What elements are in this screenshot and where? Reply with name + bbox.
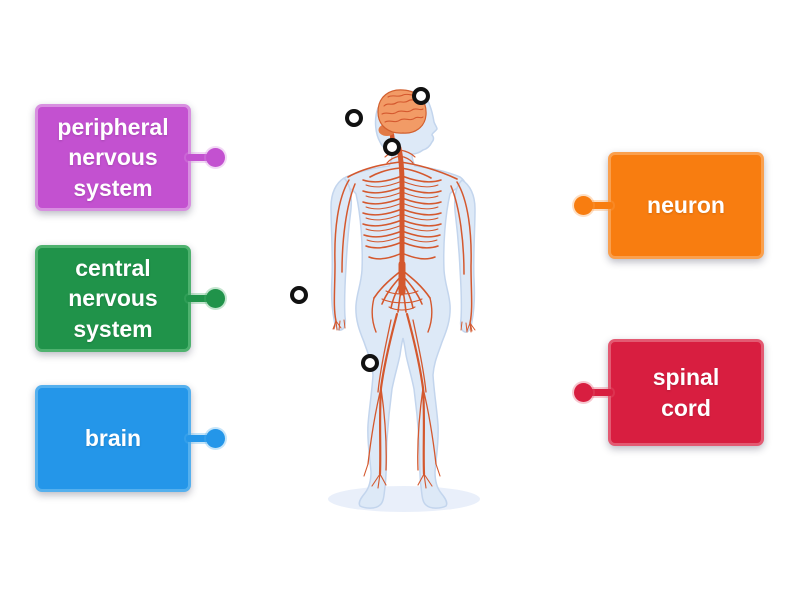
connector-knob — [206, 148, 225, 167]
foot-nerves — [363, 463, 441, 489]
human-body-nervous-system-diagram — [328, 89, 480, 512]
label-brain[interactable]: brain — [35, 385, 225, 492]
arm-nerves — [333, 179, 473, 324]
connector-bar — [585, 202, 613, 209]
label-spinal-cord[interactable]: spinal cord — [574, 339, 764, 446]
finger-nerves — [332, 320, 476, 333]
hip-nerves — [371, 297, 433, 333]
label-text: neuron — [647, 192, 725, 219]
plexus-web — [381, 290, 423, 311]
drop-target-neck[interactable] — [383, 138, 401, 156]
drop-target-brain[interactable] — [412, 87, 430, 105]
cerebellum — [378, 124, 396, 136]
label-neuron[interactable]: neuron — [574, 152, 764, 259]
hand-lines — [333, 319, 473, 333]
drop-target-thigh[interactable] — [361, 354, 379, 372]
connector-knob — [574, 383, 593, 402]
label-peripheral-nervous-system[interactable]: peripheral nervous system — [35, 104, 225, 211]
body-silhouette — [339, 90, 467, 509]
leg-nerves — [367, 319, 437, 471]
connector-bar — [186, 295, 214, 302]
connector-bar — [186, 154, 214, 161]
left-arm — [330, 177, 353, 331]
connector-bar — [585, 389, 613, 396]
rib-nerves — [362, 175, 442, 260]
connector-knob — [574, 196, 593, 215]
label-central-nervous-system[interactable]: central nervous system — [35, 245, 225, 352]
spinal-cord-line — [396, 145, 405, 275]
label-text: brain — [84, 425, 142, 452]
rib-nerves-faint — [365, 180, 439, 243]
label-text: central nervous system — [68, 254, 158, 342]
drop-target-head-side[interactable] — [345, 109, 363, 127]
right-arm — [453, 179, 476, 333]
lumbar-plexus — [373, 269, 431, 313]
sciatic-nerves — [378, 312, 426, 476]
shoulder-nerves — [347, 161, 458, 180]
label-text: spinal cord — [652, 363, 720, 421]
drop-target-body-side[interactable] — [290, 286, 308, 304]
connector-knob — [206, 289, 225, 308]
floor-shadow — [328, 486, 480, 512]
label-text: peripheral nervous system — [57, 113, 169, 201]
connector-bar — [186, 435, 214, 442]
connector-knob — [206, 429, 225, 448]
